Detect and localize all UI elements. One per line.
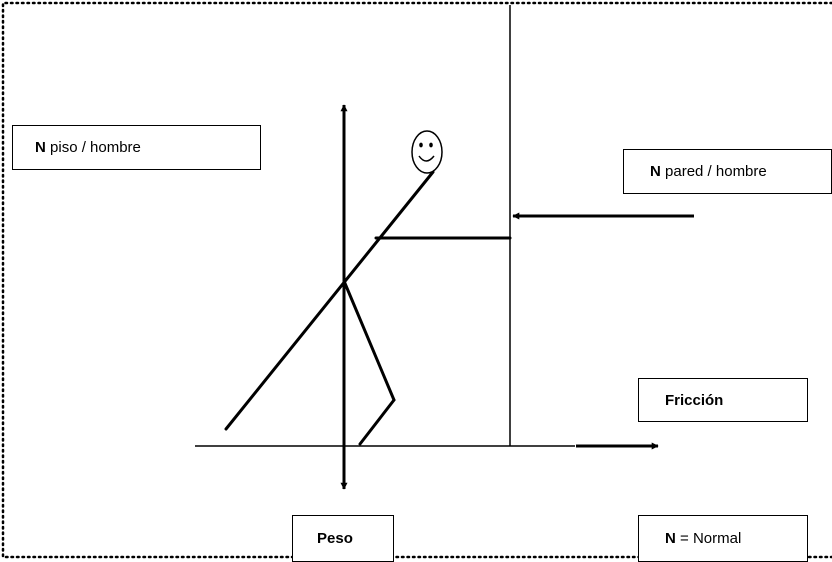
label-friccion: Fricción <box>638 378 808 422</box>
normal-symbol: N <box>665 530 676 547</box>
label-n-pared-hombre: N pared / hombre <box>623 149 832 194</box>
n-piso-symbol: N <box>35 139 46 156</box>
smiley-face-icon <box>411 130 443 174</box>
stick-figure-body <box>224 170 435 431</box>
stick-figure <box>224 170 512 446</box>
stick-figure-thigh <box>342 279 396 402</box>
label-peso: Peso <box>292 515 394 562</box>
friccion-text: Fricción <box>665 391 724 409</box>
label-n-normal: N = Normal <box>638 515 808 562</box>
normal-text: = Normal <box>675 530 742 547</box>
n-pared-symbol: N <box>650 163 661 180</box>
n-pared-text: pared / hombre <box>665 163 767 180</box>
n-piso-text: piso / hombre <box>50 139 141 156</box>
label-n-piso-hombre: N piso / hombre <box>12 125 261 170</box>
stick-figure-shin <box>358 398 396 446</box>
peso-text: Peso <box>317 530 353 547</box>
